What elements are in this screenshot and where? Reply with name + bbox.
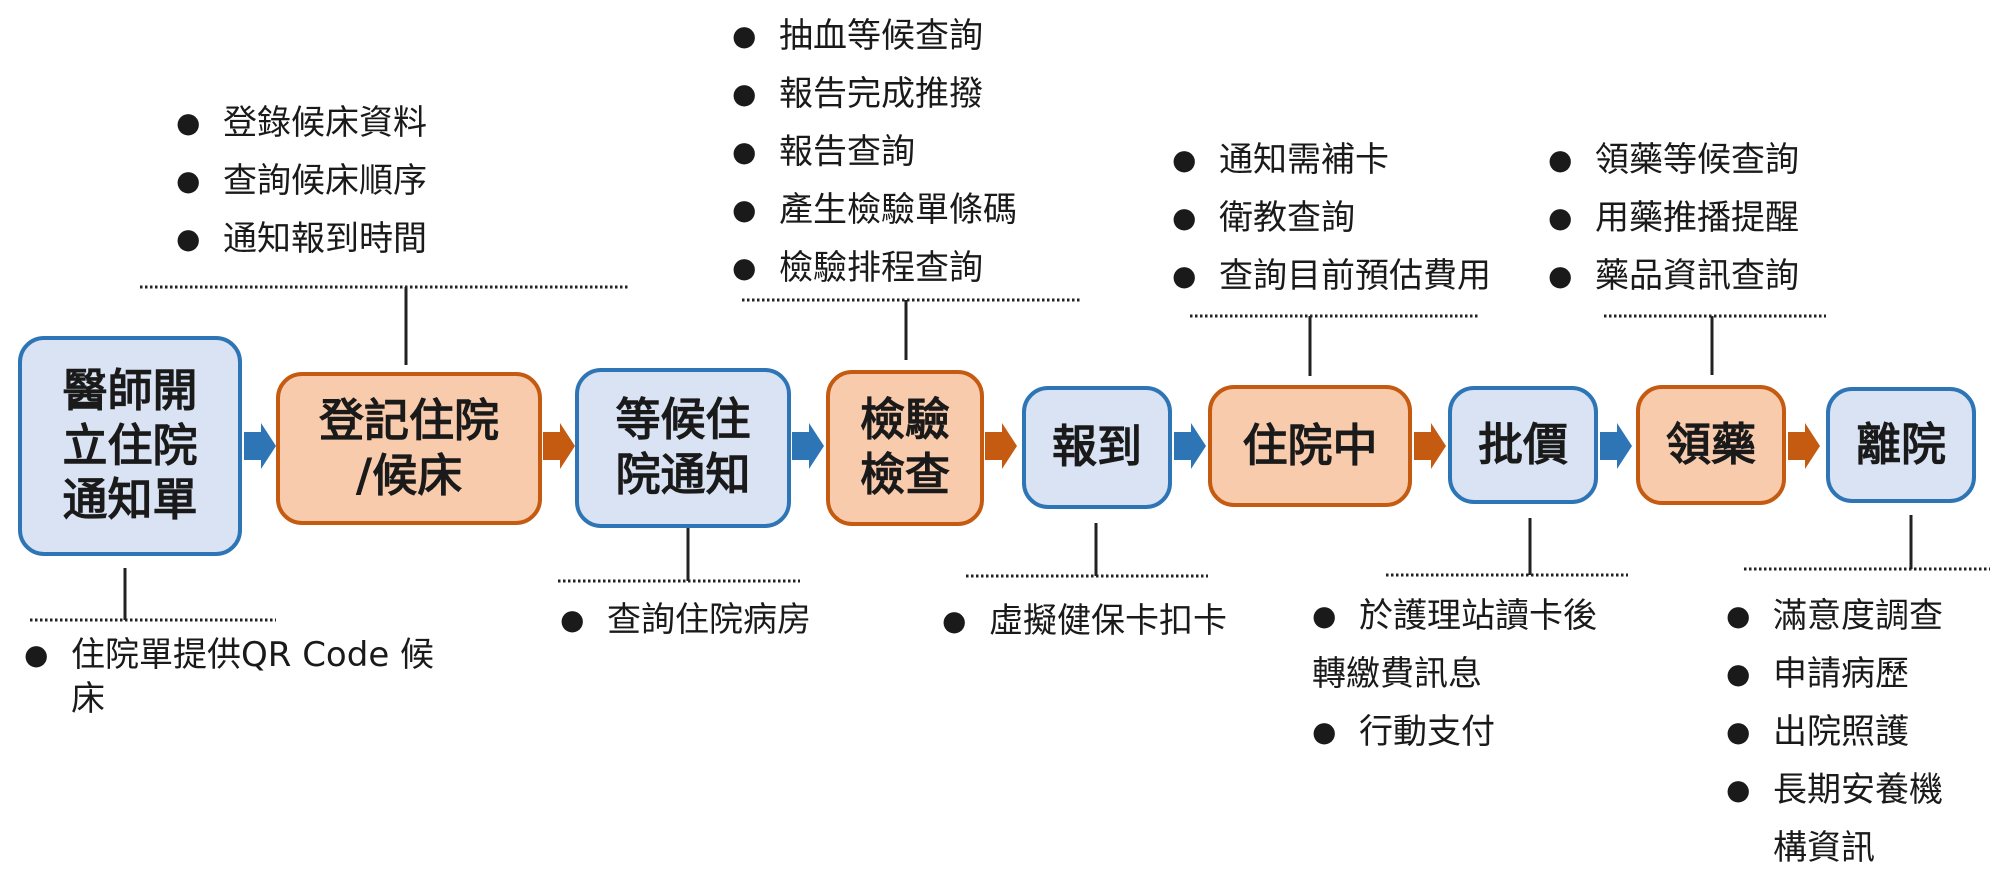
step-label: 批價	[1477, 417, 1568, 471]
note-item: 查詢候床順序	[176, 152, 427, 210]
note-item: 長期安養機	[1726, 761, 1943, 819]
note-item: 登錄候床資料	[176, 94, 427, 152]
note-inpatient: 通知需補卡 衛教查詢 查詢目前預估費用	[1172, 131, 1491, 305]
step-lab-exam: 檢驗 檢查	[826, 370, 984, 526]
note-item: 衛教查詢	[1172, 189, 1491, 247]
step-label: 醫師開 立住院 通知單	[62, 363, 198, 527]
flow-arrow	[244, 423, 276, 469]
note-register: 登錄候床資料 查詢候床順序 通知報到時間	[176, 94, 427, 268]
note-doctor-order: 住院單提供QR Code 候床	[24, 633, 444, 721]
note-lab: 抽血等候查詢 報告完成推撥 報告查詢 產生檢驗單條碼 檢驗排程查詢	[732, 7, 1017, 297]
note-item: 住院單提供QR Code 候床	[24, 633, 444, 721]
step-pharmacy: 領藥	[1636, 385, 1786, 505]
note-item: 抽血等候查詢	[732, 7, 1017, 65]
step-label: 檢驗 檢查	[859, 393, 950, 501]
note-item: 申請病歷	[1726, 645, 1943, 703]
note-item-continuation: 構資訊	[1773, 828, 1875, 868]
step-billing: 批價	[1448, 386, 1598, 504]
step-inpatient: 住院中	[1208, 385, 1412, 507]
step-label: 報到	[1051, 420, 1142, 474]
note-item-continuation: 轉繳費訊息	[1312, 654, 1482, 694]
note-item: 查詢目前預估費用	[1172, 247, 1491, 305]
note-checkin: 虛擬健保卡扣卡	[942, 592, 1227, 650]
note-item: 報告查詢	[732, 123, 1017, 181]
step-label: 住院中	[1242, 418, 1378, 472]
flow-arrow	[1174, 423, 1206, 469]
step-wait-notice: 等候住 院通知	[575, 368, 791, 528]
note-item: 出院照護	[1726, 703, 1943, 761]
flow-arrow	[792, 423, 824, 469]
note-item: 行動支付	[1312, 703, 1597, 761]
note-item: 藥品資訊查詢	[1548, 247, 1799, 305]
note-item: 檢驗排程查詢	[732, 239, 1017, 297]
flow-arrows	[244, 423, 1820, 469]
note-item: 通知需補卡	[1172, 131, 1491, 189]
note-discharge: 滿意度調查 申請病歷 出院照護 長期安養機 構資訊	[1726, 587, 1943, 877]
note-pharmacy: 領藥等候查詢 用藥推播提醒 藥品資訊查詢	[1548, 131, 1799, 305]
note-item: 於護理站讀卡後	[1312, 587, 1597, 645]
flow-arrow	[1600, 423, 1632, 469]
flow-arrow	[1414, 423, 1446, 469]
note-item: 查詢住院病房	[560, 591, 811, 649]
step-label: 領藥	[1665, 417, 1756, 471]
note-item: 通知報到時間	[176, 210, 427, 268]
flow-arrow	[543, 423, 575, 469]
step-label: 等候住 院通知	[615, 393, 751, 501]
step-doctor-order: 醫師開 立住院 通知單	[18, 336, 242, 556]
note-item: 產生檢驗單條碼	[732, 181, 1017, 239]
flow-arrow	[985, 423, 1017, 469]
note-connectors	[30, 285, 1990, 622]
flow-arrow	[1788, 423, 1820, 469]
step-register-bed: 登記住院 /候床	[276, 372, 542, 525]
note-item: 報告完成推撥	[732, 65, 1017, 123]
step-label: 離院	[1855, 417, 1946, 471]
note-item: 虛擬健保卡扣卡	[942, 592, 1227, 650]
step-label: 登記住院 /候床	[318, 393, 499, 502]
note-billing: 於護理站讀卡後 轉繳費訊息 行動支付	[1312, 587, 1597, 761]
note-waiting: 查詢住院病房	[560, 591, 811, 649]
step-discharge: 離院	[1826, 387, 1976, 503]
step-check-in: 報到	[1022, 386, 1172, 509]
note-item: 用藥推播提醒	[1548, 189, 1799, 247]
note-item: 領藥等候查詢	[1548, 131, 1799, 189]
note-item: 滿意度調查	[1726, 587, 1943, 645]
